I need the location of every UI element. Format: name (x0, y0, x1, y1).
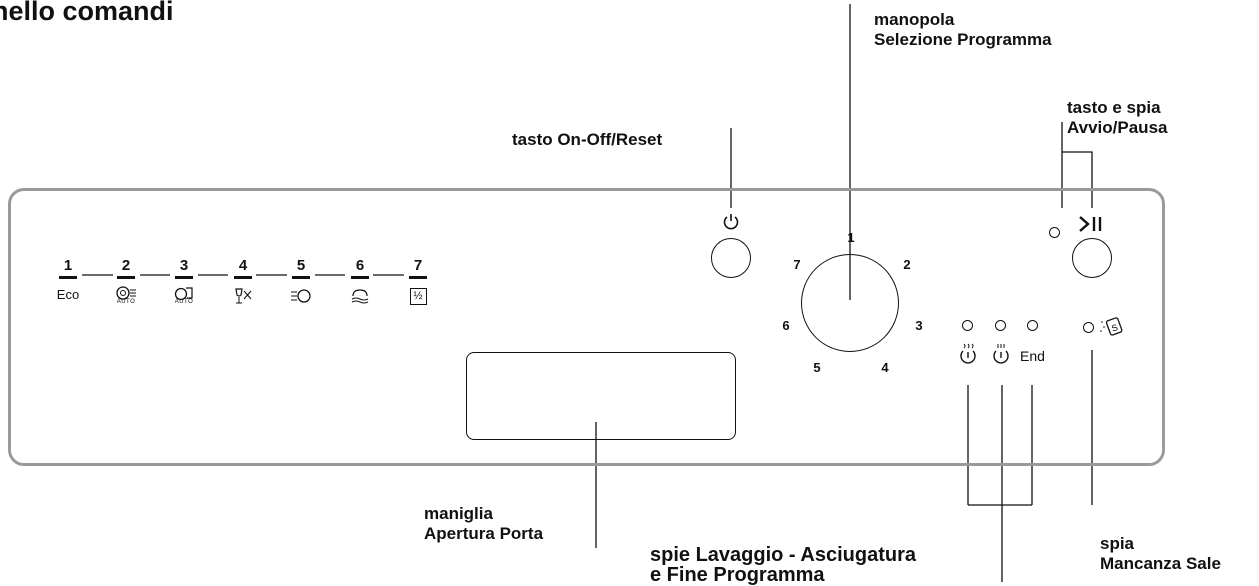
power-button[interactable] (711, 238, 751, 278)
page-title: nello comandi (0, 0, 174, 26)
power-label: tasto On-Off/Reset (512, 130, 663, 149)
dial-number-2: 2 (903, 257, 911, 272)
end-label: End (1020, 348, 1045, 364)
dial-number-4: 4 (881, 360, 889, 375)
salt-led (1083, 322, 1094, 333)
power-icon (722, 213, 740, 236)
program-5: 5 (279, 258, 323, 305)
start-pause-icon (1077, 214, 1107, 238)
dry-led (995, 320, 1006, 331)
wash-icon (958, 343, 978, 370)
program-6: 6 (338, 258, 382, 305)
wash-led (962, 320, 973, 331)
program-2: 2 AUTO (104, 258, 148, 305)
start-pause-led (1049, 227, 1060, 238)
svg-text:S: S (1110, 322, 1119, 333)
dial-number-7: 7 (793, 257, 801, 272)
salt-icon: S (1098, 316, 1124, 343)
dial-number-1: 1 (847, 230, 855, 245)
program-4: 4 (221, 258, 265, 305)
quick-wash-icon (279, 285, 323, 305)
program-1: 1 Eco (46, 258, 90, 305)
half-load-icon: ½ (396, 285, 440, 305)
eco-text: Eco (56, 287, 80, 302)
dial-number-6: 6 (782, 318, 790, 333)
dial-number-3: 3 (915, 318, 923, 333)
control-panel (8, 188, 1165, 466)
dry-icon (991, 343, 1011, 370)
program-7: 7 ½ (396, 258, 440, 305)
program-knob[interactable] (801, 254, 899, 352)
program-3: 3 AUTO (162, 258, 206, 305)
start-pause-button[interactable] (1072, 238, 1112, 278)
soak-icon (338, 285, 382, 305)
dial-number-5: 5 (813, 360, 821, 375)
end-led (1027, 320, 1038, 331)
auto-normal-icon (162, 285, 206, 300)
door-handle[interactable] (466, 352, 736, 440)
auto-intensive-icon (104, 285, 148, 300)
glass-icon (221, 285, 265, 305)
